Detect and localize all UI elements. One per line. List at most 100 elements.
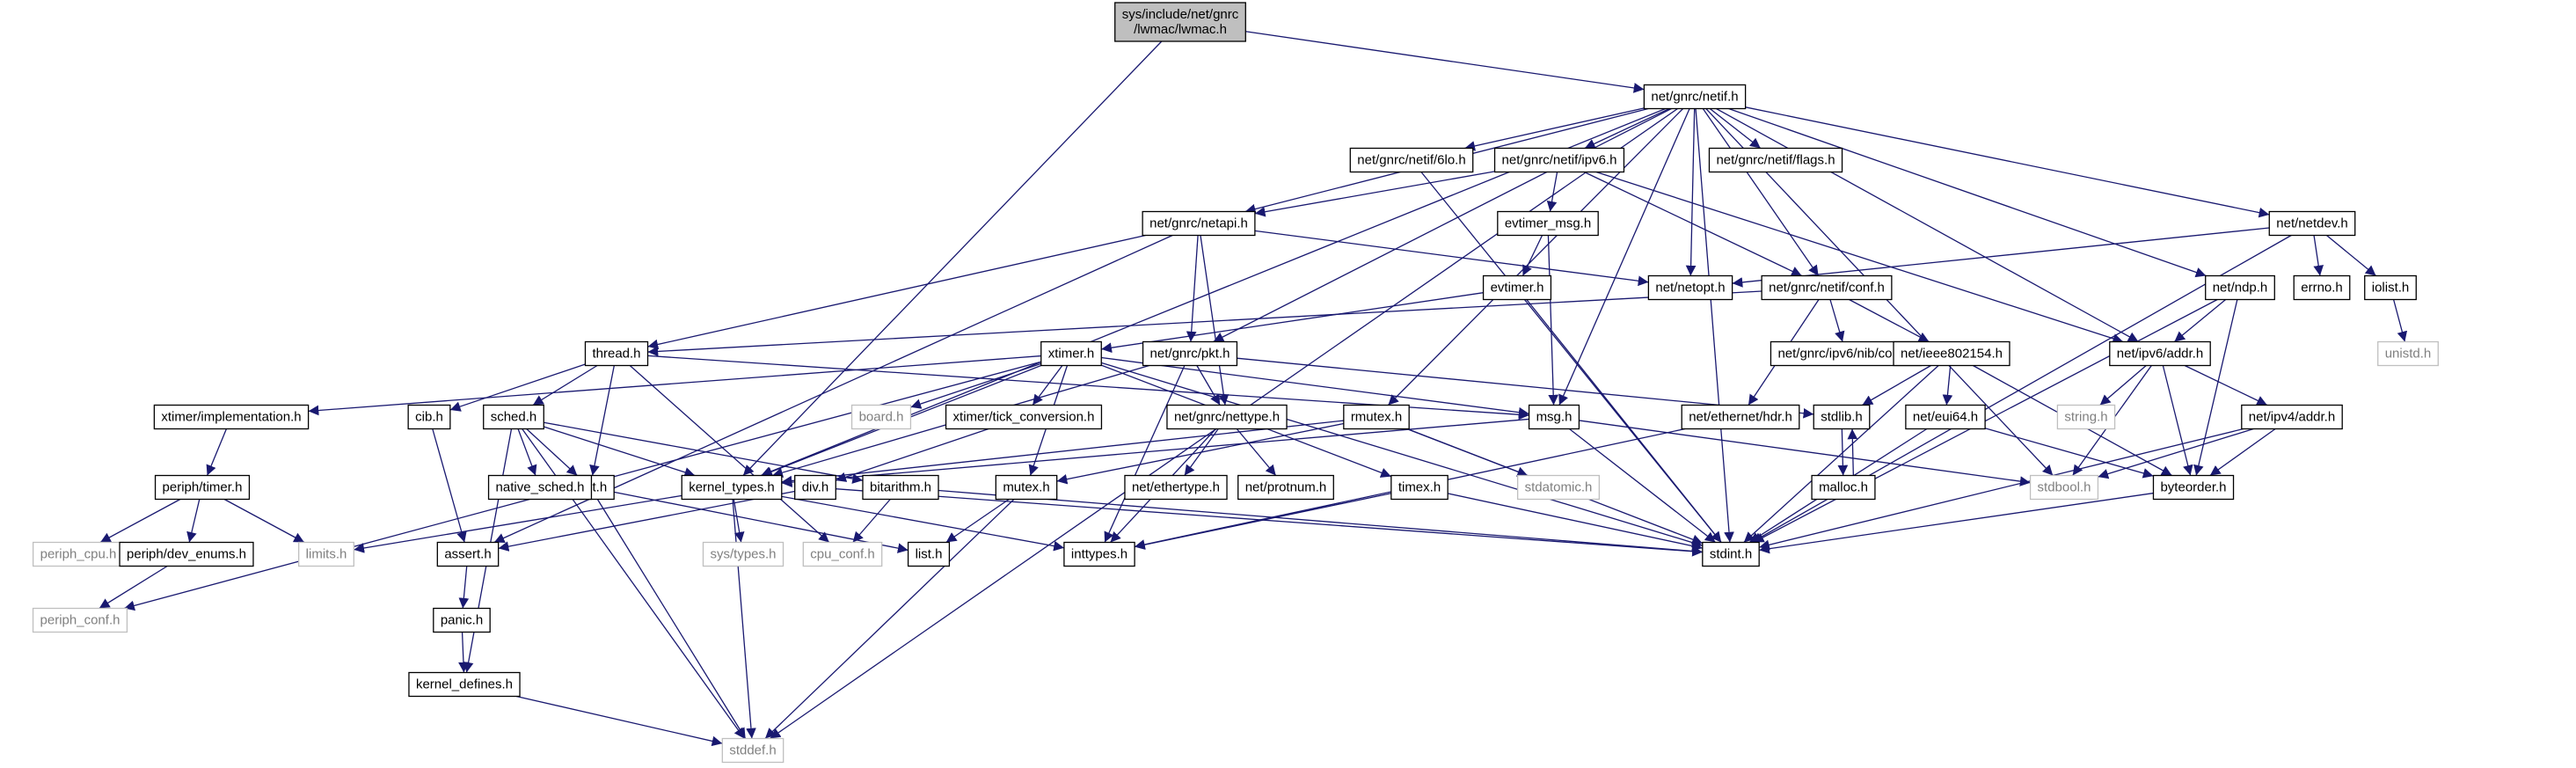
node-label: net/gnrc/netif/ipv6.h	[1502, 153, 1617, 168]
node-evtimer[interactable]: evtimer.h	[1482, 274, 1552, 301]
edge-div-to-stdint	[836, 488, 1703, 557]
node-box	[119, 541, 254, 567]
node-nettype[interactable]: net/gnrc/nettype.h	[1166, 404, 1288, 430]
edge-sched-to-clist	[526, 428, 578, 476]
edge-netifconf-to-ieee802154	[1849, 298, 1930, 343]
node-protnum[interactable]: net/protnum.h	[1237, 474, 1334, 501]
edge-netapi-to-thread	[647, 234, 1146, 350]
node-netif[interactable]: net/gnrc/netif.h	[1643, 84, 1747, 110]
node-box	[802, 541, 883, 567]
node-cib[interactable]: cib.h	[407, 404, 451, 430]
node-box	[1063, 541, 1135, 567]
node-ipv4addr[interactable]: net/ipv4/addr.h	[2241, 404, 2343, 430]
node-label: xtimer/tick_conversion.h	[953, 410, 1095, 425]
node-list[interactable]: list.h	[907, 541, 951, 567]
edge-layer	[99, 31, 2408, 747]
node-mutex[interactable]: mutex.h	[995, 474, 1058, 501]
edge-sched-to-stddef	[522, 428, 745, 739]
node-box	[995, 474, 1058, 501]
node-netdev[interactable]: net/netdev.h	[2268, 210, 2356, 237]
node-thread[interactable]: thread.h	[584, 340, 649, 367]
node-label: list.h	[916, 547, 943, 562]
edge-netifipv6-to-evtimermsg	[1546, 172, 1558, 212]
node-netifconf[interactable]: net/gnrc/netif/conf.h	[1761, 274, 1893, 301]
node-box	[1237, 474, 1334, 501]
node-netifflags[interactable]: net/gnrc/netif/flags.h	[1708, 147, 1843, 173]
node-ximpl[interactable]: xtimer/implementation.h	[153, 404, 310, 430]
node-ipv6addr[interactable]: net/ipv6/addr.h	[2109, 340, 2211, 367]
node-stdatomic: stdatomic.h	[1517, 474, 1600, 501]
node-periphtimer[interactable]: periph/timer.h	[154, 474, 251, 501]
node-nativesched[interactable]: native_sched.h	[487, 474, 593, 501]
node-lwmac[interactable]: sys/include/net/gnrc/lwmac/lwmac.h	[1114, 2, 1246, 42]
edge-xtimer-to-stdint	[1101, 362, 1704, 548]
node-box	[298, 541, 354, 567]
node-label: sys/types.h	[710, 547, 776, 562]
node-netopt[interactable]: net/netopt.h	[1647, 274, 1733, 301]
node-box	[945, 404, 1103, 430]
node-box	[487, 474, 593, 501]
node-sched[interactable]: sched.h	[483, 404, 544, 430]
node-iolist[interactable]: iolist.h	[2364, 274, 2417, 301]
edge-netifipv6-to-netapi	[1254, 171, 1495, 217]
node-div[interactable]: div.h	[794, 474, 836, 501]
node-panic[interactable]: panic.h	[433, 607, 491, 633]
node-timex[interactable]: timex.h	[1390, 474, 1449, 501]
node-box	[408, 671, 521, 698]
edge-netapi-to-netopt	[1254, 230, 1649, 287]
node-label: inttypes.h	[1071, 547, 1127, 562]
node-bitarithm[interactable]: bitarithm.h	[862, 474, 939, 501]
node-ethhdr[interactable]: net/ethernet/hdr.h	[1681, 404, 1800, 430]
node-ethertype[interactable]: net/ethertype.h	[1124, 474, 1228, 501]
node-ndp[interactable]: net/ndp.h	[2205, 274, 2275, 301]
node-box	[1643, 84, 1747, 110]
node-box	[483, 404, 544, 430]
node-box	[1528, 404, 1580, 430]
node-errno[interactable]: errno.h	[2293, 274, 2351, 301]
edge-kerneltypes-to-inttypes	[781, 495, 1065, 552]
node-limits: limits.h	[298, 541, 354, 567]
node-stdlib[interactable]: stdlib.h	[1813, 404, 1871, 430]
node-pkt[interactable]: net/gnrc/pkt.h	[1142, 340, 1238, 367]
edge-xtimer-to-board	[910, 362, 1041, 409]
node-box	[2364, 274, 2417, 301]
edge-lwmac-to-kerneltypes	[742, 40, 1163, 476]
edge-ipv4addr-to-byteorder	[2209, 428, 2276, 477]
node-box	[1482, 274, 1552, 301]
edge-ndp-to-ipv6addr	[2173, 298, 2227, 343]
edge-evtimermsg-to-evtimer	[1522, 235, 1543, 276]
node-box	[2056, 404, 2116, 430]
node-label: kernel_types.h	[689, 480, 775, 495]
node-byteorder[interactable]: byteorder.h	[2152, 474, 2235, 501]
node-msg[interactable]: msg.h	[1528, 404, 1580, 430]
edge-ipv6addr-to-ipv4addr	[2184, 364, 2268, 406]
node-label: kernel_defines.h	[416, 677, 513, 692]
node-netif6lo[interactable]: net/gnrc/netif/6lo.h	[1349, 147, 1474, 173]
edge-timex-to-stdint	[1448, 493, 1703, 552]
edge-netif-to-netopt	[1685, 108, 1697, 276]
node-assert[interactable]: assert.h	[436, 541, 500, 567]
edge-netif-to-msg	[1558, 108, 1690, 406]
node-kerneldefines[interactable]: kernel_defines.h	[408, 671, 521, 698]
node-label: unistd.h	[2385, 347, 2432, 362]
node-label: errno.h	[2301, 281, 2343, 296]
node-label: net/ethertype.h	[1132, 480, 1220, 495]
node-rmutex[interactable]: rmutex.h	[1343, 404, 1410, 430]
node-inttypes[interactable]: inttypes.h	[1063, 541, 1135, 567]
node-periphdev[interactable]: periph/dev_enums.h	[119, 541, 254, 567]
node-box	[154, 474, 251, 501]
node-malloc[interactable]: malloc.h	[1811, 474, 1876, 501]
node-netifipv6[interactable]: net/gnrc/netif/ipv6.h	[1493, 147, 1625, 173]
node-stdint[interactable]: stdint.h	[1702, 541, 1760, 567]
node-xtick[interactable]: xtimer/tick_conversion.h	[945, 404, 1103, 430]
node-xtimer[interactable]: xtimer.h	[1040, 340, 1102, 367]
node-netapi[interactable]: net/gnrc/netapi.h	[1142, 210, 1256, 237]
node-kerneltypes[interactable]: kernel_types.h	[681, 474, 783, 501]
node-eui64[interactable]: net/eui64.h	[1905, 404, 1986, 430]
edge-ieee802154-to-stdlib	[1862, 364, 1931, 406]
node-box	[2029, 474, 2099, 501]
node-ieee802154[interactable]: net/ieee802154.h	[1893, 340, 2010, 367]
node-evtimermsg[interactable]: evtimer_msg.h	[1497, 210, 1599, 237]
node-label: limits.h	[306, 547, 347, 562]
